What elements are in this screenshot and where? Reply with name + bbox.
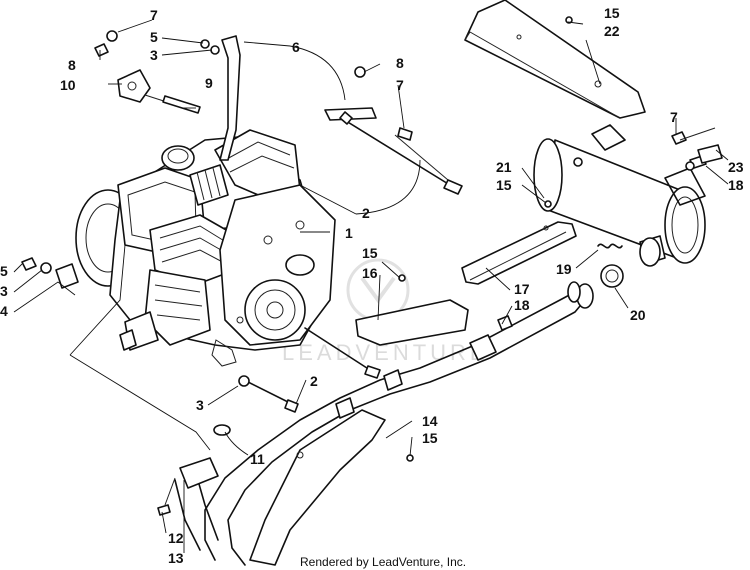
callout-12: 12 bbox=[168, 530, 184, 546]
callout-17: 17 bbox=[514, 281, 530, 297]
callout-4: 4 bbox=[0, 303, 8, 319]
callout-5b: 5 bbox=[0, 263, 8, 279]
callout-8: 8 bbox=[68, 57, 76, 73]
muffler-assembly bbox=[533, 124, 723, 288]
engine-mount-bracket bbox=[94, 30, 201, 114]
callout-3: 3 bbox=[150, 47, 158, 63]
callout-11: 11 bbox=[250, 451, 265, 467]
callout-10: 10 bbox=[60, 77, 76, 93]
callout-15c: 15 bbox=[422, 430, 438, 446]
callout-2a: 2 bbox=[362, 205, 370, 221]
exhaust-pipe bbox=[157, 281, 594, 566]
engine-assembly bbox=[75, 129, 336, 367]
middle-heat-shield bbox=[461, 200, 577, 285]
callout-3b: 3 bbox=[0, 283, 8, 299]
bracket-6 bbox=[200, 35, 241, 161]
callout-22: 22 bbox=[604, 23, 620, 39]
callout-14: 14 bbox=[422, 413, 438, 429]
callout-1: 1 bbox=[345, 225, 353, 241]
callout-labels: 7 5 3 8 10 9 6 8 7 15 22 2 1 15 16 5 3 4… bbox=[0, 5, 744, 566]
rendered-by-credit: Rendered by LeadVenture, Inc. bbox=[300, 555, 466, 569]
callout-15a: 15 bbox=[604, 5, 620, 21]
callout-16: 16 bbox=[362, 265, 378, 281]
callout-5: 5 bbox=[150, 29, 158, 45]
callout-7b: 7 bbox=[396, 77, 404, 93]
callout-13: 13 bbox=[168, 550, 184, 566]
callout-8b: 8 bbox=[396, 55, 404, 71]
callout-20: 20 bbox=[630, 307, 646, 323]
callout-3c: 3 bbox=[196, 397, 204, 413]
callout-7: 7 bbox=[150, 7, 158, 23]
leader-lines bbox=[13, 19, 729, 553]
callout-7c: 7 bbox=[670, 109, 678, 125]
lower-heat-shield bbox=[355, 274, 469, 346]
lower-long-bolt bbox=[238, 327, 381, 413]
callout-19: 19 bbox=[556, 261, 572, 277]
upper-heat-shield bbox=[464, 0, 646, 119]
callout-2b: 2 bbox=[310, 373, 318, 389]
callout-15d: 15 bbox=[496, 177, 512, 193]
callout-18a: 18 bbox=[514, 297, 530, 313]
callout-21: 21 bbox=[496, 159, 512, 175]
callout-23: 23 bbox=[728, 159, 744, 175]
callout-18b: 18 bbox=[728, 177, 744, 193]
callout-15b: 15 bbox=[362, 245, 378, 261]
upper-long-bolt bbox=[324, 66, 463, 195]
callout-9: 9 bbox=[205, 75, 213, 91]
left-mount-hardware bbox=[21, 257, 79, 289]
callout-6: 6 bbox=[292, 39, 300, 55]
